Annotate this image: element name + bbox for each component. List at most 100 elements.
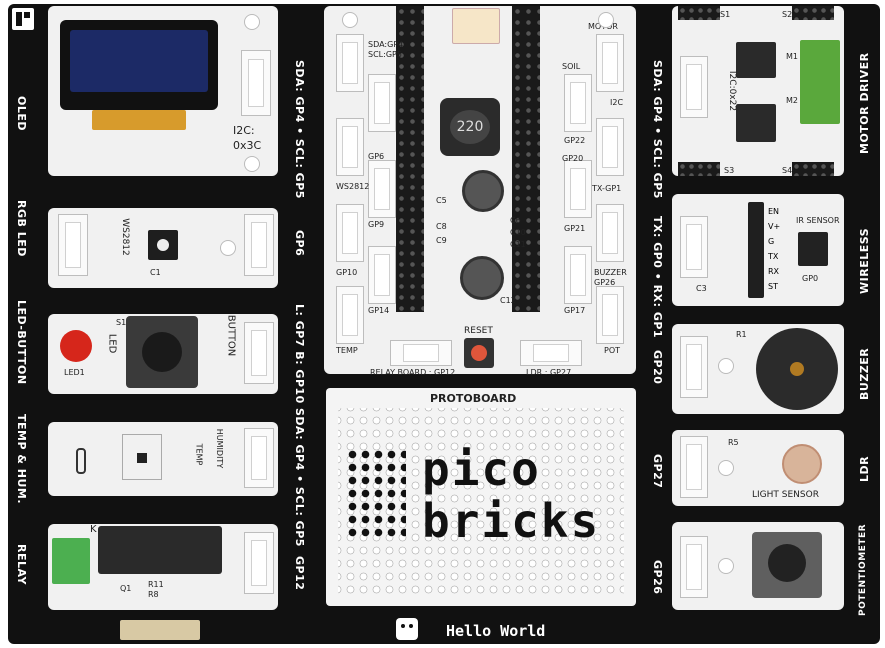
right-mid-label-4: GP26: [651, 560, 664, 595]
pico-gp17-label: GP17: [564, 306, 586, 315]
right-mid-label-2: GP20: [651, 350, 664, 385]
ir-receiver: [798, 232, 828, 266]
pico-i2c-label: I2C: [610, 98, 624, 107]
ir-pin-label: TX: [768, 252, 779, 261]
motor-s1-label: S1: [720, 10, 731, 19]
right-mid-label-3: GP27: [651, 454, 664, 489]
rgb-c1-label: C1: [150, 268, 161, 277]
ir-title-label: IR SENSOR: [796, 216, 840, 225]
footer-logo: [120, 620, 200, 640]
motor-chip-2: [736, 104, 776, 142]
c11-label: C11: [510, 240, 526, 249]
motor-terminal: [800, 40, 840, 124]
mount-hole: [718, 558, 734, 574]
robot-icon: [396, 618, 418, 640]
left-label-rgb-led: RGB LED: [15, 200, 28, 257]
mount-hole: [718, 358, 734, 374]
rgb-led: [148, 230, 178, 260]
left-mid-label-3: SDA: GP4 • SCL: GP5: [293, 408, 306, 547]
thermometer-icon: [76, 448, 86, 474]
oled-screen: [60, 20, 218, 110]
pico-tx-label: TX-GP1: [592, 184, 622, 193]
left-mid-label-4: GP12: [293, 556, 306, 591]
protoboard-logo-line2: bricks: [422, 494, 601, 548]
push-button[interactable]: [126, 316, 198, 388]
right-label-wireless: WIRELESS: [858, 227, 871, 294]
motor-i2c-label: I2C:0x22: [727, 70, 738, 112]
ir-pin-label: EN: [768, 207, 780, 216]
pico-gp14-label: GP14: [368, 306, 390, 315]
left-mid-label-0: SDA: GP4 • SCL: GP5: [293, 60, 306, 199]
left-label-temp-hum: TEMP & HUM.: [15, 414, 28, 505]
pico-conn: [336, 204, 364, 262]
pico-conn: [596, 286, 624, 344]
mount-hole: [220, 240, 236, 256]
pico-conn: [564, 246, 592, 304]
pico-conn: [564, 160, 592, 218]
mount-hole: [244, 14, 260, 30]
ldr-r5-label: R5: [728, 438, 739, 447]
humidity-label: HUMIDITY: [215, 428, 225, 469]
temp-sensor: [122, 434, 162, 480]
oled-addr-label: 0x3C: [233, 139, 262, 152]
ldr-conn-label: LDR : GP27: [526, 368, 572, 377]
mount-hole: [244, 156, 260, 172]
right-mid-label-0: SDA: GP4 • SCL: GP5: [651, 60, 664, 199]
protoboard-title: PROTOBOARD: [430, 392, 517, 405]
temp-label: TEMP: [194, 443, 204, 466]
buzzer-connector: [680, 336, 708, 398]
pico-board: 220 C8 C9 C5 C6 C10 C11 C12 SDA:GP4 SCL:…: [324, 6, 636, 377]
potentiometer-module: [672, 522, 844, 610]
ldr-label: LIGHT SENSOR: [752, 490, 819, 500]
pico-conn: [336, 286, 364, 344]
pico-gp9-label: GP9: [368, 220, 385, 229]
reset-button[interactable]: [464, 338, 494, 368]
ir-pin-label: ST: [768, 282, 778, 291]
pico-conn: [336, 118, 364, 176]
pico-conn: [596, 118, 624, 176]
c5-label: C5: [436, 196, 447, 205]
pico-conn: [596, 34, 624, 92]
pico-conn: [368, 160, 396, 218]
motor-s4-label: S4: [782, 166, 793, 175]
pico-conn: [564, 74, 592, 132]
ldr-module: R5 LIGHT SENSOR: [672, 430, 844, 506]
motor-m2-label: M2: [786, 96, 798, 105]
pot-connector: [680, 536, 708, 598]
ir-pin-label: G: [768, 237, 775, 246]
pico-conn: [596, 204, 624, 262]
right-mid-label-1: TX: GP0 • RX: GP1: [651, 216, 664, 339]
relay-r8-label: R8: [148, 590, 159, 599]
rgb-led-module: WS2812 C1: [48, 208, 278, 288]
mount-hole: [342, 12, 358, 28]
motor-header: [792, 6, 834, 20]
oled-i2c-label: I2C:: [233, 124, 255, 137]
relay-terminal: [52, 538, 90, 584]
oled-flex-cable: [92, 110, 186, 130]
red-led: [60, 330, 92, 362]
right-label-ldr: LDR: [858, 455, 871, 482]
buzzer-module: R1: [672, 324, 844, 414]
pico-gp20-label: GP20: [562, 154, 584, 163]
buzzer: [756, 328, 838, 410]
ldr-connector: [520, 340, 582, 366]
relay-block: [98, 526, 222, 574]
oled-module: I2C: 0x3C: [48, 6, 278, 176]
relay-k-label: K: [90, 524, 97, 535]
pico-sda-label: SDA:GP4: [368, 40, 404, 49]
ir-gp0-label: GP0: [802, 274, 819, 283]
c6-label: C6: [510, 216, 521, 225]
pico-header-left: [396, 6, 424, 312]
pico-gp21-label: GP21: [564, 224, 586, 233]
pico-gp26-label: GP26: [594, 278, 616, 287]
protoboard-logo-mark: [346, 448, 406, 538]
right-label-buzzer: BUZZER: [858, 347, 871, 400]
capacitor-1: [462, 170, 504, 212]
ledbtn-connector: [244, 322, 274, 384]
pico-temp-label: TEMP: [336, 346, 358, 355]
left-label-oled: OLED: [15, 96, 28, 132]
motor-header: [792, 162, 834, 176]
protoboard-logo-line1: pico: [422, 442, 541, 496]
potentiometer[interactable]: [752, 532, 822, 598]
inductor-label: 220: [450, 110, 490, 144]
